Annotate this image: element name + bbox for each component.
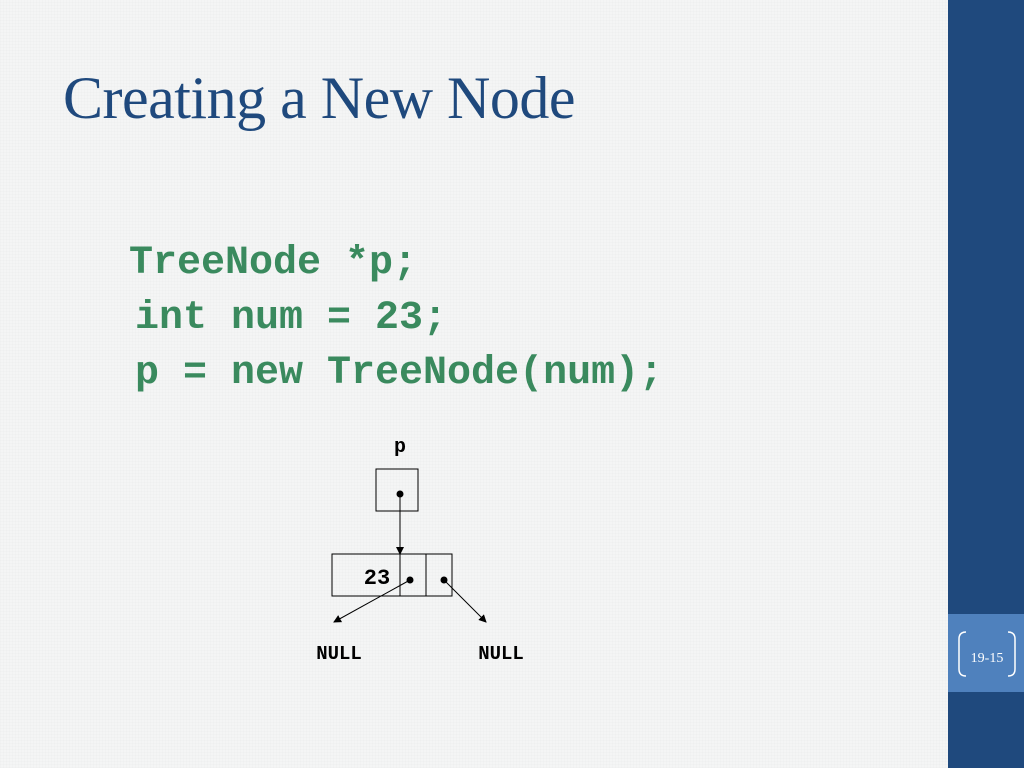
left-null-arrow xyxy=(333,579,411,623)
tree-node-diagram: p 23 NULL NULL xyxy=(316,436,524,665)
slide-background xyxy=(0,0,948,768)
slide-number-tab xyxy=(948,614,1024,692)
right-null-arrow xyxy=(443,579,487,623)
slide-title: Creating a New Node xyxy=(63,65,575,131)
node-left-cell xyxy=(399,553,427,597)
right-bracket xyxy=(1007,631,1016,677)
code-line: int num = 23; xyxy=(135,296,448,341)
slide-number: 19-15 xyxy=(970,651,1004,666)
node-value: 23 xyxy=(364,566,390,591)
pointer-box xyxy=(375,468,419,512)
code-line: p = new TreeNode(num); xyxy=(135,351,664,396)
right-null-label: NULL xyxy=(478,643,524,665)
node-right-cell xyxy=(425,553,453,597)
left-null-label: NULL xyxy=(316,643,362,665)
left-bracket xyxy=(958,631,967,677)
pointer-label: p xyxy=(394,436,406,459)
code-line: TreeNode *p; xyxy=(129,241,418,286)
slide-number-frame xyxy=(958,631,1016,677)
